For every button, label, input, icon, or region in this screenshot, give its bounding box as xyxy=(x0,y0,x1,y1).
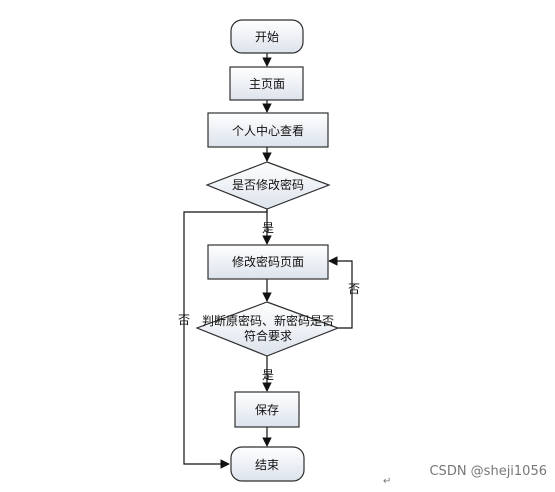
decision-validate-password: 判断原密码、新密码是否 符合要求 xyxy=(195,301,340,357)
decision-validate-line2: 符合要求 xyxy=(244,328,292,343)
save-node-label: 保存 xyxy=(255,403,279,417)
edge-decision-no-to-end xyxy=(183,209,268,469)
decision-change-password-label: 是否修改密码 xyxy=(232,177,304,192)
edge-label-no-loop: 否 xyxy=(348,282,360,296)
edge-label-no-left: 否 xyxy=(178,313,190,327)
change-password-page-label: 修改密码页面 xyxy=(232,254,304,269)
home-node-label: 主页面 xyxy=(249,77,285,91)
decision-change-password: 是否修改密码 xyxy=(205,161,331,210)
start-node-label: 开始 xyxy=(255,30,279,44)
profile-node: 个人中心查看 xyxy=(207,112,329,148)
end-node-label: 结束 xyxy=(255,458,279,472)
save-node: 保存 xyxy=(234,391,300,428)
edge-check-no-loop xyxy=(328,256,353,329)
paragraph-mark: ↵ xyxy=(383,476,391,487)
decision-validate-line1: 判断原密码、新密码是否 xyxy=(202,313,334,328)
change-password-page-node: 修改密码页面 xyxy=(207,244,329,280)
edge-label-yes-2: 是 xyxy=(262,368,274,382)
edge-label-yes-1: 是 xyxy=(262,221,274,235)
csdn-watermark: CSDN @sheji1056 xyxy=(429,464,547,479)
home-node: 主页面 xyxy=(229,66,304,101)
profile-node-label: 个人中心查看 xyxy=(232,123,304,138)
end-node: 结束 xyxy=(230,446,305,482)
start-node: 开始 xyxy=(230,19,304,54)
